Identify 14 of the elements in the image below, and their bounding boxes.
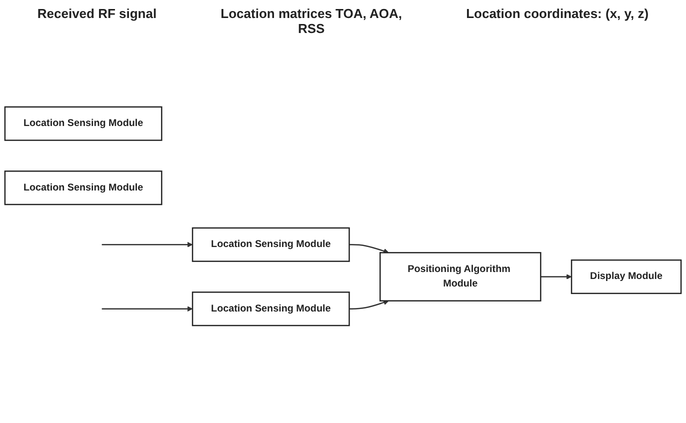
node-box: Location Sensing Module [192,291,350,326]
node-box: Location Sensing Module [4,170,162,205]
annotation-text: Location matrices TOA, AOA, RSS [220,6,403,36]
annotation-text: Received RF signal [37,6,157,23]
node-box: Display Module [570,259,682,294]
annotation-text: Location coordinates: (x, y, z) [466,6,649,23]
node-box: Location Sensing Module [4,106,162,141]
arrow [102,242,193,248]
arrow [540,274,572,280]
node-box: Positioning Algorithm Module [380,252,542,302]
arrow [349,300,389,310]
node-box: Location Sensing Module [192,227,350,262]
arrow [349,244,389,254]
arrow [102,306,193,312]
